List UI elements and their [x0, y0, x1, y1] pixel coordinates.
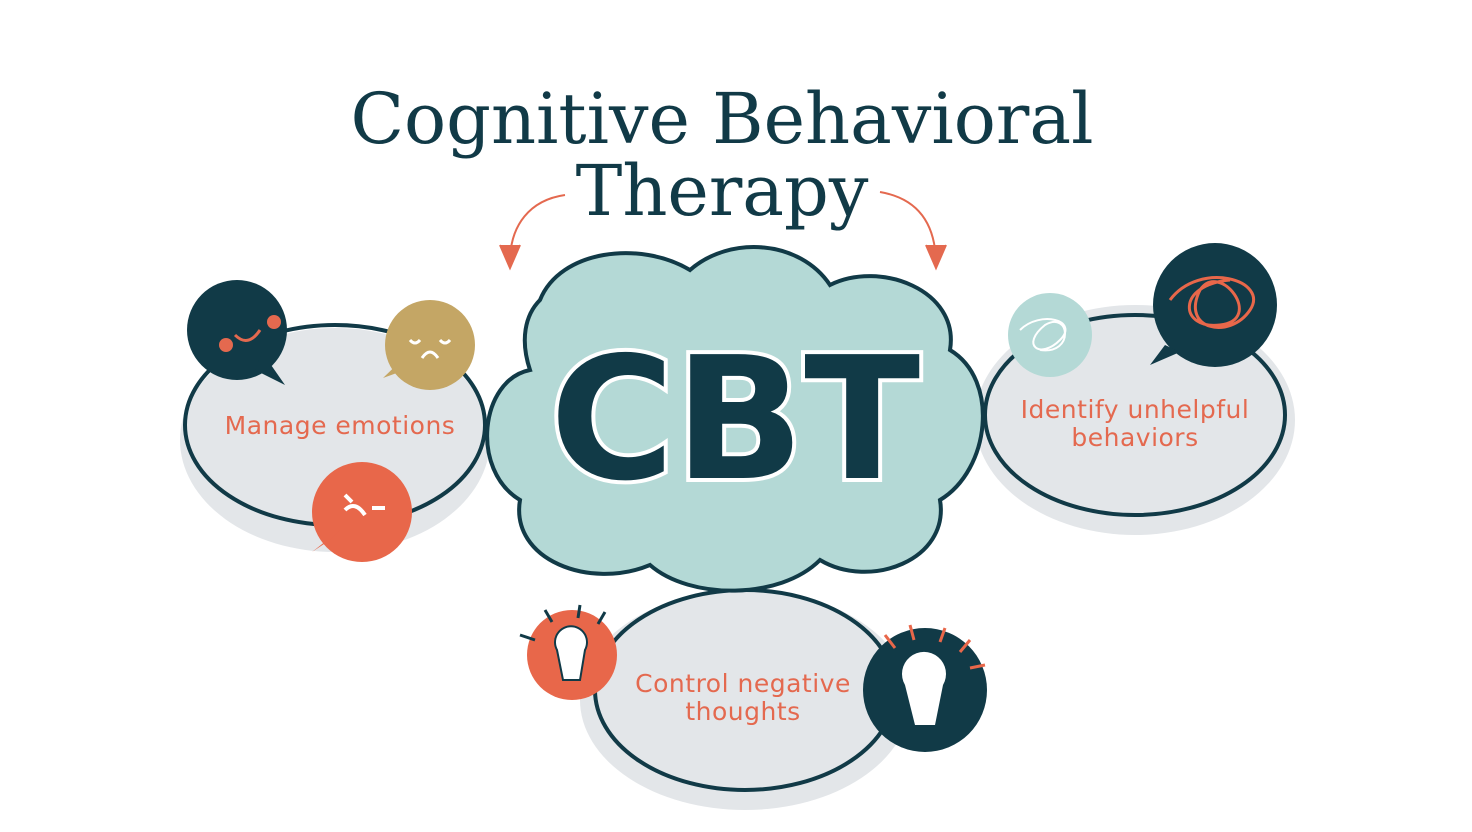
- arrow-left-icon: [499, 194, 566, 271]
- label-identify-line-2: behaviors: [1071, 423, 1198, 452]
- arrow-right-icon: [879, 191, 947, 271]
- label-identify-line-1: Identify unhelpful: [1021, 395, 1250, 424]
- cbt-label: CBT: [550, 321, 920, 519]
- label-manage-emotions: Manage emotions: [225, 411, 456, 440]
- tangled-scribble-dark-icon: [1150, 243, 1277, 367]
- title-line-2: Therapy: [576, 150, 869, 232]
- angry-face-icon: [312, 462, 412, 562]
- label-control-line-1: Control negative: [635, 669, 851, 698]
- title-line-1: Cognitive Behavioral: [350, 78, 1093, 160]
- label-control-line-2: thoughts: [685, 697, 800, 726]
- lightbulb-orange-icon: [519, 604, 617, 700]
- happy-face-icon: [187, 280, 287, 385]
- tangled-scribble-light-icon: [1008, 293, 1092, 377]
- cbt-cloud: CBT: [485, 245, 985, 593]
- sad-face-icon: [383, 300, 475, 390]
- bubble-control-thoughts: Control negative thoughts: [580, 588, 910, 810]
- lightbulb-dark-icon: [863, 624, 987, 752]
